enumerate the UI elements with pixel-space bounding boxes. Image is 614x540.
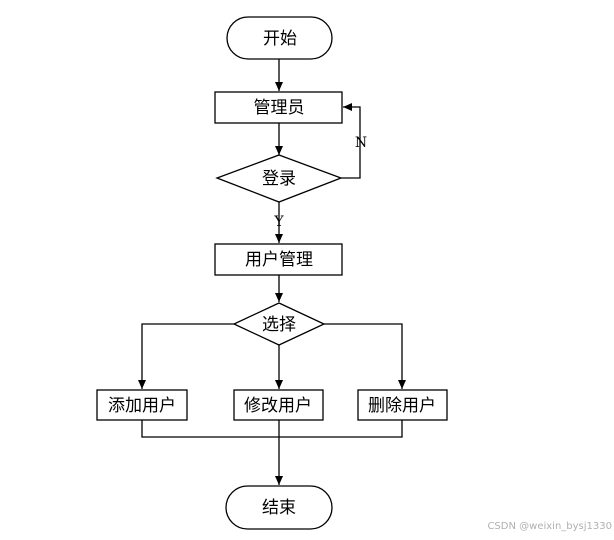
edit-user-process — [233, 389, 324, 421]
node-labels: 开始 管理员 登录 用户管理 选择 添加用户 修改用户 删除用户 结束 — [108, 29, 436, 518]
login-decision — [215, 154, 343, 203]
login-yes-label: Y — [273, 214, 284, 230]
login-label: 登录 — [262, 169, 296, 189]
end-terminal — [225, 485, 333, 530]
user-management-process — [214, 243, 343, 276]
edge-login-no-loop — [341, 103, 361, 179]
admin-process — [214, 91, 343, 124]
login-no-label: N — [355, 135, 367, 151]
edge-choose-to-add-user — [138, 323, 234, 389]
delete-user-process — [357, 389, 448, 421]
edit-user-label: 修改用户 — [244, 396, 312, 416]
end-label: 结束 — [262, 498, 296, 518]
watermark-text: CSDN @weixin_bysj1330 — [487, 521, 612, 532]
edge-labels: N Y — [273, 135, 367, 230]
nodes — [96, 16, 448, 530]
choose-label: 选择 — [262, 315, 296, 335]
edge-choose-to-delete-user — [324, 323, 406, 389]
user-management-label: 用户管理 — [245, 250, 313, 270]
connectors — [138, 59, 406, 485]
edge-delete-user-merge — [279, 420, 403, 438]
start-label: 开始 — [263, 29, 297, 49]
admin-label: 管理员 — [254, 98, 305, 118]
edge-add-user-merge — [141, 420, 279, 438]
choose-decision — [232, 302, 326, 346]
start-terminal — [226, 16, 333, 60]
delete-user-label: 删除用户 — [368, 396, 436, 416]
add-user-process — [96, 389, 188, 421]
add-user-label: 添加用户 — [108, 396, 176, 416]
